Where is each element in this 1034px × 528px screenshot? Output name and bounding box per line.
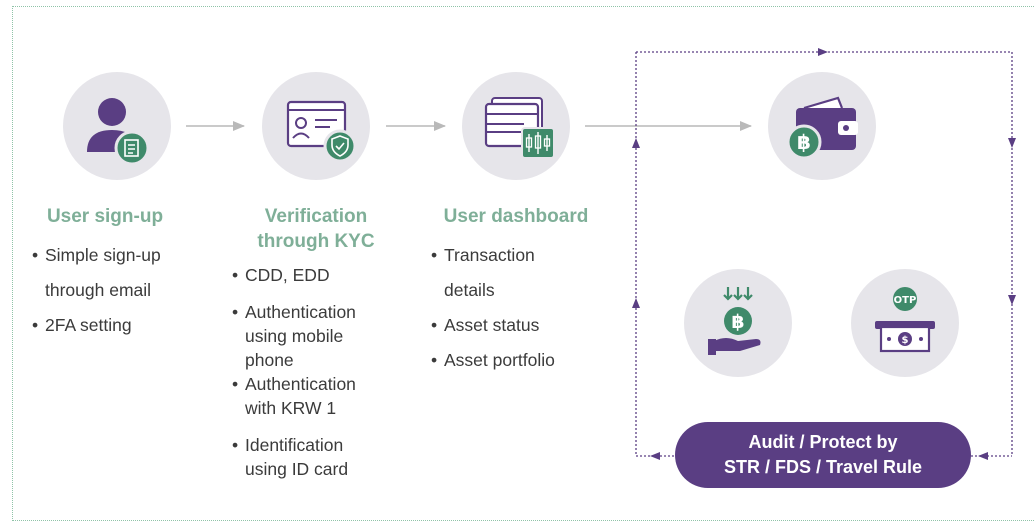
audit-line-1: Audit / Protect by: [748, 432, 898, 452]
list-item: Simple sign-up through email: [32, 238, 192, 308]
list-item: Authentication using mobile phone: [232, 300, 370, 372]
dashboard-list: Transaction details Asset status Asset p…: [431, 238, 571, 378]
svg-text:฿: ฿: [731, 311, 744, 333]
kyc-icon-circle: [262, 72, 370, 180]
step-title-kyc: Verification through KYC: [236, 204, 396, 254]
list-item: Identification using ID card: [232, 433, 370, 481]
audit-line-2: STR / FDS / Travel Rule: [723, 457, 923, 477]
wallet-icon-circle: ฿: [768, 72, 876, 180]
dashboard-chart-icon: [484, 97, 555, 159]
list-item: CDD, EDD: [232, 263, 382, 287]
list-item: Asset portfolio: [431, 343, 571, 378]
diagram-border: [12, 6, 1034, 521]
signup-list: Simple sign-up through email 2FA setting: [32, 238, 192, 343]
step-title-dashboard: User dashboard: [443, 206, 589, 227]
deposit-icon-circle: ฿: [684, 269, 792, 377]
list-item: Authentication with KRW 1: [232, 372, 380, 420]
bitcoin-wallet-icon: ฿: [786, 96, 858, 160]
list-item: 2FA setting: [32, 308, 192, 343]
bitcoin-deposit-icon: ฿: [708, 287, 761, 355]
otp-icon-circle: OTP $: [851, 269, 959, 377]
id-card-shield-icon: [286, 100, 357, 163]
list-item: Transaction details: [431, 238, 571, 308]
step-title-signup: User sign-up: [46, 206, 164, 227]
list-item: Asset status: [431, 308, 571, 343]
audit-protect-badge: Audit / Protect by STR / FDS / Travel Ru…: [675, 422, 971, 488]
signup-icon-circle: [63, 72, 171, 180]
otp-cash-icon: OTP $: [875, 287, 935, 353]
step-title-kyc-line-1: Verification: [264, 206, 368, 227]
svg-text:$: $: [902, 335, 909, 346]
loop-arrowheads: [632, 48, 1016, 460]
step-title-kyc-line-2: through KYC: [257, 231, 375, 252]
user-document-icon: [87, 98, 150, 166]
dashboard-icon-circle: [462, 72, 570, 180]
svg-text:OTP: OTP: [894, 295, 917, 306]
kyc-list: CDD, EDD Authentication using mobile pho…: [232, 263, 382, 481]
svg-text:฿: ฿: [797, 130, 811, 154]
